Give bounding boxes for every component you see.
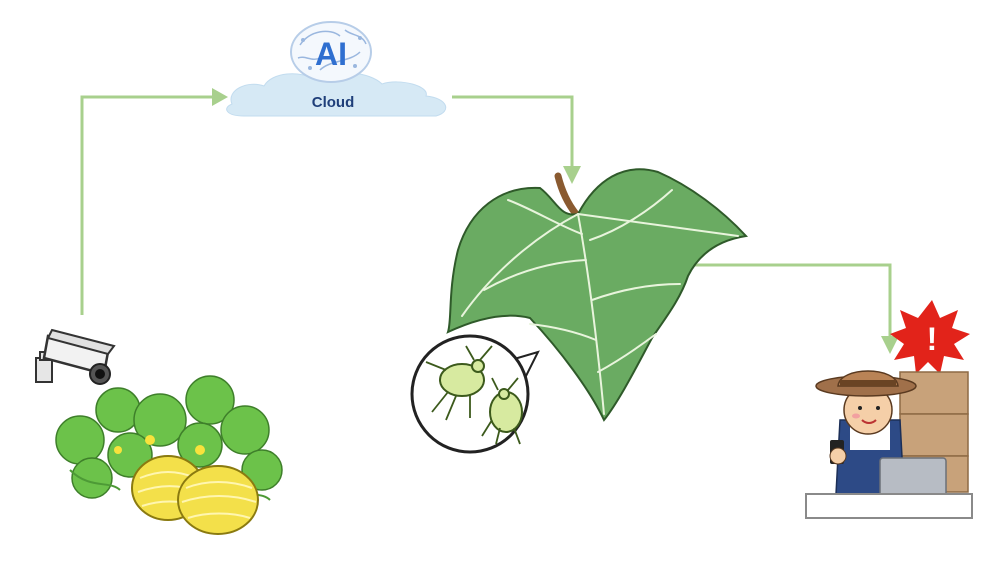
arrow-leaf-to-farmer — [688, 263, 892, 342]
alert-symbol: ! — [927, 321, 938, 357]
alert-burst-icon: ! — [890, 300, 970, 374]
arrow-camera-to-cloud — [80, 95, 220, 315]
leaf-icon — [446, 168, 749, 422]
arrowhead-to-cloud — [212, 88, 228, 106]
farmer-icon — [815, 370, 917, 495]
desk — [805, 493, 973, 519]
cloud-label: Cloud — [312, 94, 355, 111]
melon-fruit — [177, 465, 259, 535]
smartphone-icon — [829, 440, 847, 465]
cctv-camera-icon — [35, 328, 116, 385]
aphid-bug-icon — [481, 377, 523, 445]
ai-text: AI — [315, 36, 347, 72]
brain-icon: AI — [290, 21, 372, 83]
aphid-bug-icon — [425, 345, 493, 421]
flow-arrows — [80, 88, 899, 354]
leaf-stem — [554, 172, 580, 218]
melon-plant-icon — [55, 375, 283, 535]
arrow-cloud-to-leaf — [452, 95, 574, 172]
arrowhead-to-farmer — [881, 336, 899, 354]
leaf-blade — [446, 168, 749, 422]
farmer-scene — [805, 370, 973, 519]
cloud-shape — [226, 72, 447, 117]
bug-magnifier-bubble — [410, 334, 540, 454]
ai-cloud: AI Cloud — [226, 21, 447, 117]
arrowhead-to-leaf — [563, 166, 581, 184]
